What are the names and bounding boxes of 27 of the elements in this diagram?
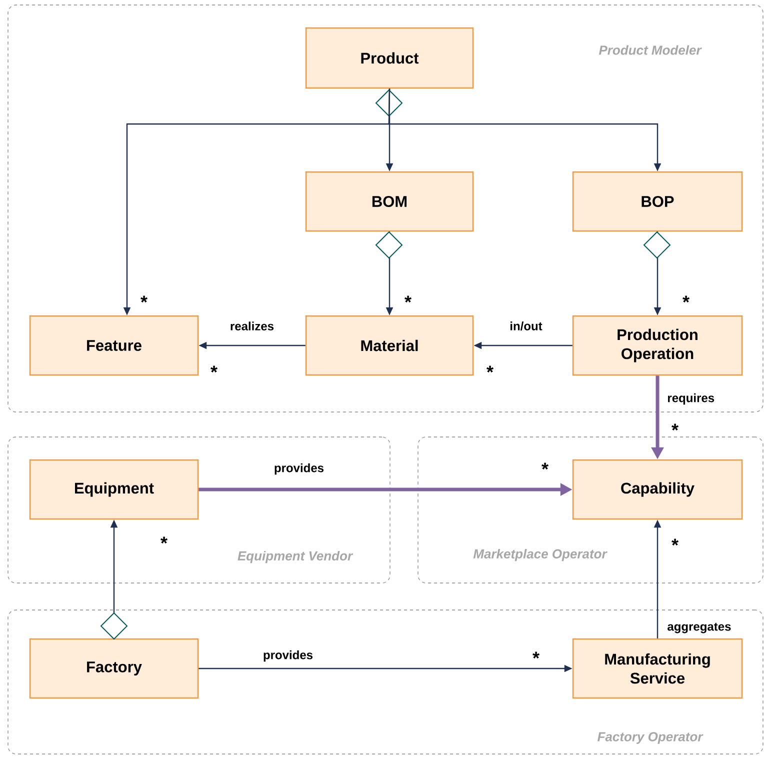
edge-label: requires (666, 392, 716, 406)
edge-label: realizes (229, 320, 276, 332)
class-box: Manufacturing Service (572, 638, 743, 699)
multiplicity: * (140, 296, 148, 302)
class-box: Material (305, 315, 474, 376)
class-box: Feature (29, 315, 199, 376)
multiplicity: * (160, 536, 168, 544)
multiplicity: * (672, 424, 678, 430)
class-box: BOM (305, 171, 474, 232)
multiplicity: * (672, 538, 678, 546)
class-box: Product (305, 27, 474, 89)
class-box: Capability (572, 459, 743, 520)
edge-label: aggregates (666, 622, 732, 634)
edge-label: provides (262, 649, 314, 663)
region-title: Marketplace Operator (473, 548, 608, 562)
class-box: Production Operation (572, 315, 743, 376)
region-title: Product Modeler (598, 45, 702, 55)
multiplicity: * (532, 652, 540, 658)
class-box: Factory (29, 638, 199, 699)
multiplicity: * (404, 296, 412, 302)
edge-label: provides (273, 462, 325, 476)
region-title: Factory Operator (598, 732, 704, 744)
class-box: BOP (572, 171, 743, 232)
edge-label: in/out (508, 320, 544, 332)
region-title: Equipment Vendor (238, 550, 354, 564)
class-box: Equipment (29, 459, 199, 520)
multiplicity: * (542, 462, 548, 470)
